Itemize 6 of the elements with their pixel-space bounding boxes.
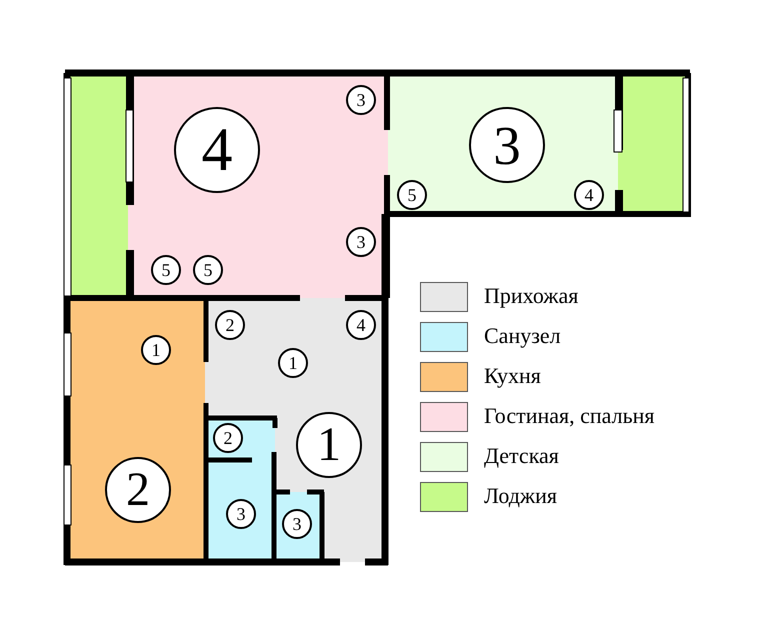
legend-label: Прихожая bbox=[484, 283, 578, 309]
legend-label: Санузел bbox=[484, 323, 561, 349]
legend-label: Гостиная, спальня bbox=[484, 403, 655, 429]
legend-label: Детская bbox=[484, 443, 559, 469]
legend-label: Лоджия bbox=[484, 483, 558, 509]
legend-label: Кухня bbox=[484, 363, 541, 389]
